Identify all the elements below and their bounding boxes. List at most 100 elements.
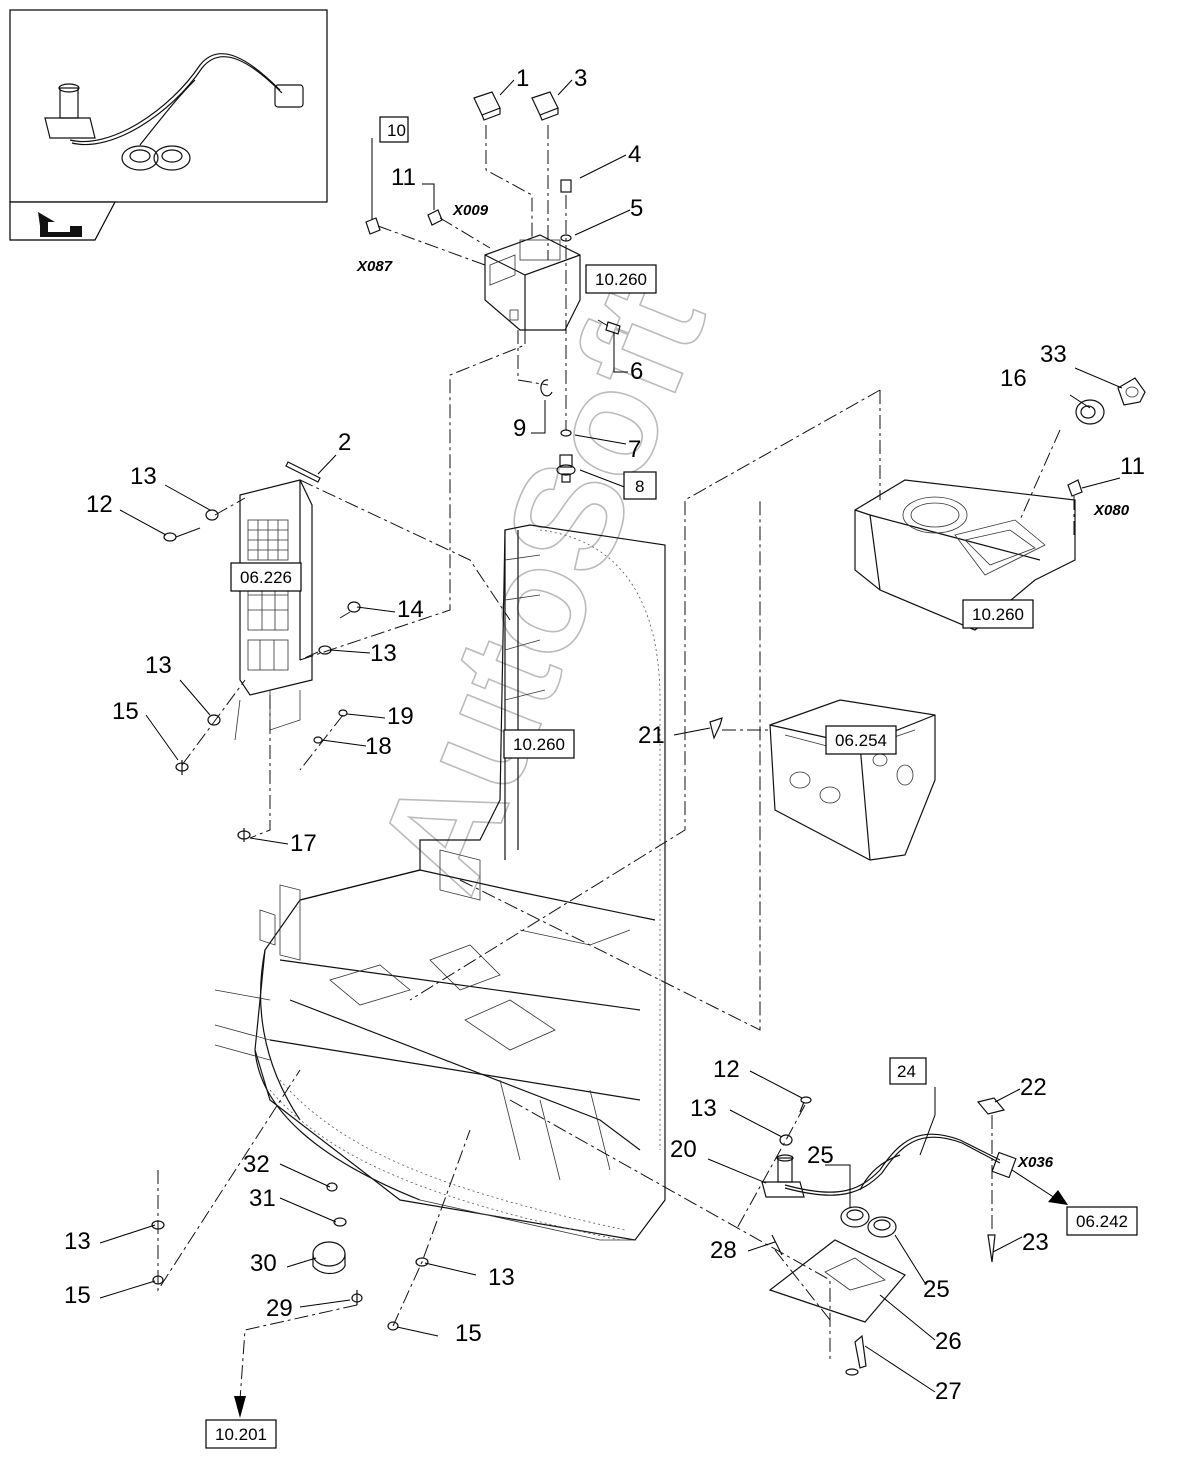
connector-x087: X087 xyxy=(356,258,393,275)
part-23 xyxy=(987,1234,996,1263)
side-console xyxy=(854,479,1076,631)
part-11-top xyxy=(427,209,491,249)
callout-22: 22 xyxy=(1020,1074,1047,1101)
arrow-06242-icon xyxy=(1048,1190,1068,1205)
callout-13-b: 13 xyxy=(370,640,397,667)
part-21-screw xyxy=(709,717,770,740)
leader-lines xyxy=(99,79,1123,1393)
part-22 xyxy=(976,1097,1006,1115)
part-28 xyxy=(771,1234,783,1256)
callout-27: 27 xyxy=(935,1378,962,1405)
callout-21: 21 xyxy=(638,722,665,749)
callout-3: 3 xyxy=(574,65,587,92)
switch-1 xyxy=(473,91,501,121)
part-16 xyxy=(1075,399,1105,425)
callout-15-c: 15 xyxy=(455,1320,482,1347)
part-20-socket xyxy=(761,1154,805,1198)
part-15-nut-c xyxy=(387,1321,399,1331)
callout-33: 33 xyxy=(1040,341,1067,368)
part-19 xyxy=(338,709,348,717)
callout-17: 17 xyxy=(290,830,317,857)
part-33 xyxy=(1117,377,1146,406)
callout-28: 28 xyxy=(710,1237,737,1264)
callout-31: 31 xyxy=(249,1185,276,1212)
svg-text:06.254: 06.254 xyxy=(835,731,887,750)
part-18 xyxy=(313,736,323,744)
part-10 xyxy=(365,217,486,266)
callout-29: 29 xyxy=(266,1295,293,1322)
ref-box-10260-right[interactable]: 10.260 xyxy=(962,599,1034,629)
part-5 xyxy=(560,234,572,242)
fuse-board xyxy=(234,479,313,741)
part-17 xyxy=(237,828,251,842)
part-14 xyxy=(339,601,361,619)
ref-box-06242[interactable]: 06.242 xyxy=(1066,1206,1138,1236)
part-13-washer-f xyxy=(415,1257,429,1267)
callout-13-e: 13 xyxy=(64,1228,91,1255)
callout-25-a: 25 xyxy=(807,1142,834,1169)
ref-box-10260-mid[interactable]: 10.260 xyxy=(503,729,575,759)
ref-box-8[interactable]: 8 xyxy=(623,471,657,500)
ref-box-06226[interactable]: 06.226 xyxy=(230,562,302,592)
part-6-screw xyxy=(597,319,621,335)
part-7 xyxy=(560,429,572,437)
callout-12-a: 12 xyxy=(86,491,113,518)
svg-text:24: 24 xyxy=(897,1062,916,1081)
callout-5: 5 xyxy=(630,195,643,222)
part-11-right xyxy=(1067,479,1083,535)
storage-tray xyxy=(769,699,936,861)
callout-16: 16 xyxy=(1000,365,1027,392)
ref-box-10201[interactable]: 10.201 xyxy=(205,1419,277,1449)
part-13-washer-c xyxy=(207,714,221,726)
watermark: AutoSoft xyxy=(344,262,737,912)
callout-26: 26 xyxy=(935,1328,962,1355)
svg-text:10.260: 10.260 xyxy=(595,270,647,289)
callout-13-f: 13 xyxy=(488,1264,515,1291)
part-13-washer-d xyxy=(779,1134,793,1146)
callout-2: 2 xyxy=(338,429,351,456)
svg-text:8: 8 xyxy=(635,477,644,496)
part-13-washer-e xyxy=(151,1220,165,1230)
part-27-screw xyxy=(845,1334,867,1376)
callout-30: 30 xyxy=(250,1250,277,1277)
ref-box-10260-top[interactable]: 10.260 xyxy=(585,264,657,294)
svg-text:10.260: 10.260 xyxy=(972,605,1024,624)
callout-7: 7 xyxy=(628,436,641,463)
part-9 xyxy=(540,379,553,397)
callout-13-a: 13 xyxy=(130,463,157,490)
part-29 xyxy=(351,1290,363,1305)
arrow-10201-icon xyxy=(234,1396,246,1418)
part-30-cover xyxy=(312,1241,346,1275)
part-15-nut-b xyxy=(152,1275,164,1285)
callout-18: 18 xyxy=(365,733,392,760)
callout-4: 4 xyxy=(628,141,641,168)
callout-13-d: 13 xyxy=(690,1095,717,1122)
ref-box-10[interactable]: 10 xyxy=(379,116,409,143)
switch-3 xyxy=(531,91,559,121)
part-4 xyxy=(560,179,572,193)
callout-23: 23 xyxy=(1022,1229,1049,1256)
callout-1: 1 xyxy=(516,65,529,92)
connector-x080: X080 xyxy=(1093,502,1130,519)
svg-text:10.201: 10.201 xyxy=(215,1425,267,1444)
part-15-nut-a xyxy=(175,760,189,775)
ref-box-06254[interactable]: 06.254 xyxy=(825,725,897,755)
part-31 xyxy=(333,1217,347,1227)
svg-text:10: 10 xyxy=(387,121,406,140)
connector-x009: X009 xyxy=(452,202,489,219)
connector-x036: X036 xyxy=(1017,1154,1054,1171)
part-8 xyxy=(556,454,576,483)
callout-12-b: 12 xyxy=(713,1056,740,1083)
callout-11-right: 11 xyxy=(1120,453,1145,480)
ref-box-24[interactable]: 24 xyxy=(889,1057,927,1085)
callout-11-top: 11 xyxy=(391,164,416,191)
callout-15-a: 15 xyxy=(112,698,139,725)
callout-25-b: 25 xyxy=(923,1276,950,1303)
callout-13-c: 13 xyxy=(145,652,172,679)
navigation-arrow-icon[interactable] xyxy=(9,201,116,241)
harness-thumbnail-icon xyxy=(9,9,328,203)
part-26-plate xyxy=(768,1239,906,1323)
control-box xyxy=(484,234,581,331)
part-32 xyxy=(326,1182,338,1192)
